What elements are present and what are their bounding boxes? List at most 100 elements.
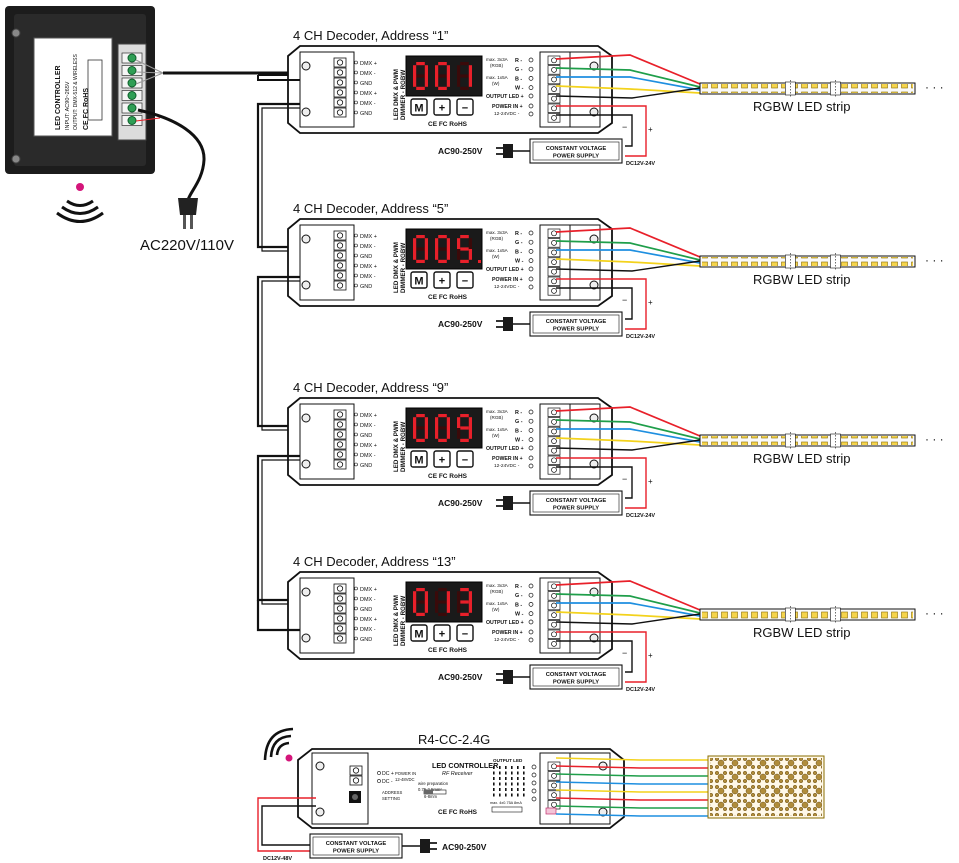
output-label: G - [515, 593, 523, 599]
dmx-terminal-label: DMX - [360, 71, 376, 77]
segment [413, 591, 417, 602]
output-wires [555, 54, 701, 157]
terminal-screw-icon [551, 115, 557, 121]
minus-button[interactable]: − [456, 624, 474, 642]
segment [435, 591, 439, 602]
terminal-screw-icon [127, 103, 137, 113]
mains-cable: AC220V/110V [137, 108, 234, 254]
segment [460, 438, 469, 442]
minus-button[interactable]: − [456, 271, 474, 289]
product-name: LED DMX & PWM [393, 595, 400, 646]
minus-button[interactable]: − [456, 450, 474, 468]
ac-input-label: AC90-250V [438, 319, 483, 329]
terminal-screw-icon [336, 79, 344, 86]
psu-label: POWER SUPPLY [553, 327, 599, 333]
dmx-chain-wire [261, 280, 300, 431]
psu-label: CONSTANT VOLTAGE [546, 498, 607, 504]
segment [435, 249, 439, 260]
psu-label: POWER SUPPLY [553, 154, 599, 160]
dmx-chain-wire [256, 454, 300, 602]
receiver-output-wires [555, 757, 708, 817]
terminal-screw-icon [336, 242, 344, 249]
terminal-screw-icon [551, 763, 557, 770]
mode-button[interactable]: M [410, 624, 428, 642]
address-digits [413, 588, 472, 616]
ac-input-label: AC90-250V [438, 672, 483, 682]
segment [416, 235, 425, 239]
dmx-terminal-label: DMX - [360, 423, 376, 429]
minus-button[interactable]: − [456, 98, 474, 116]
dmx-terminal-label: DMX + [360, 91, 377, 97]
segment [438, 259, 447, 263]
segment [460, 74, 469, 78]
dmx-chain-wire [256, 102, 300, 249]
plus-button[interactable]: + [433, 624, 451, 642]
polarity-plus: + [648, 125, 653, 134]
segment [424, 238, 428, 249]
mode-button[interactable]: M [410, 450, 428, 468]
dmx-terminal-label: DMX + [360, 61, 377, 67]
max-rgb-label: max. 3x3A [486, 57, 509, 62]
segment [446, 249, 450, 260]
segment [460, 588, 469, 592]
dmx-terminal-label: GND [360, 81, 372, 87]
dmx-terminal-label: DMX - [360, 101, 376, 107]
terminal-screw-icon [551, 249, 557, 256]
output-label: W - [515, 86, 524, 92]
output-led-label: OUTPUT LED + [486, 267, 524, 273]
terminal-screw-icon [127, 66, 137, 75]
strip-continues: · · · [925, 253, 944, 267]
segment [438, 426, 447, 430]
terminal-screw-icon [551, 438, 557, 444]
segment [424, 591, 428, 602]
terminal-screw-icon [551, 447, 557, 454]
terminal-screw-icon [551, 86, 557, 92]
segment [438, 600, 447, 604]
terminal-screw-icon [336, 451, 344, 458]
plus-button[interactable]: + [433, 450, 451, 468]
output-label: B - [515, 249, 522, 255]
segment [438, 235, 447, 239]
cert-marks: CE FC RoHS [428, 294, 468, 301]
ac-input-label: AC90-250V [438, 146, 483, 156]
strip-label: RGBW LED strip [753, 451, 851, 466]
segment [424, 428, 428, 439]
segment [438, 612, 447, 616]
segment [413, 238, 417, 249]
receiver-title: R4-CC-2.4G [418, 732, 490, 747]
dmx-terminal-label: DMX - [360, 274, 376, 280]
plus-button[interactable]: + [433, 271, 451, 289]
polarity-plus: + [648, 477, 653, 486]
power-label: POWER IN [395, 771, 416, 776]
output-label: R - [515, 410, 522, 416]
terminal-screw-icon [551, 76, 557, 83]
psu-label: CONSTANT VOLTAGE [546, 672, 607, 678]
mode-button[interactable]: M [410, 271, 428, 289]
output-label: W - [515, 259, 524, 265]
mount-hole-icon [301, 61, 311, 71]
terminal-screw-icon [336, 461, 344, 468]
mode-button[interactable]: M [410, 98, 428, 116]
product-name: DIMMER - RGBW [400, 596, 407, 646]
segment [460, 86, 469, 90]
terminal-screw-icon [551, 419, 557, 425]
terminal-screw-icon [336, 272, 344, 279]
segment [416, 600, 425, 604]
terminal-screw-icon [336, 411, 344, 418]
segment [457, 249, 461, 260]
power-in-label: 12-24VDC - [494, 637, 520, 643]
segment [460, 235, 469, 239]
segment [438, 86, 447, 90]
segment [457, 76, 461, 87]
polarity-plus: + [648, 651, 653, 660]
terminal-screw-icon [336, 69, 344, 76]
dc-output-label: DC12V-48V [263, 856, 292, 862]
button-label: − [462, 455, 468, 467]
mount-hole-icon [589, 587, 599, 597]
psu-label: POWER SUPPLY [333, 849, 379, 855]
segment [460, 259, 469, 263]
ac-plug-icon [496, 496, 513, 510]
terminal-screw-icon [336, 625, 344, 632]
plus-button[interactable]: + [433, 98, 451, 116]
product-name: LED DMX & PWM [393, 69, 400, 120]
